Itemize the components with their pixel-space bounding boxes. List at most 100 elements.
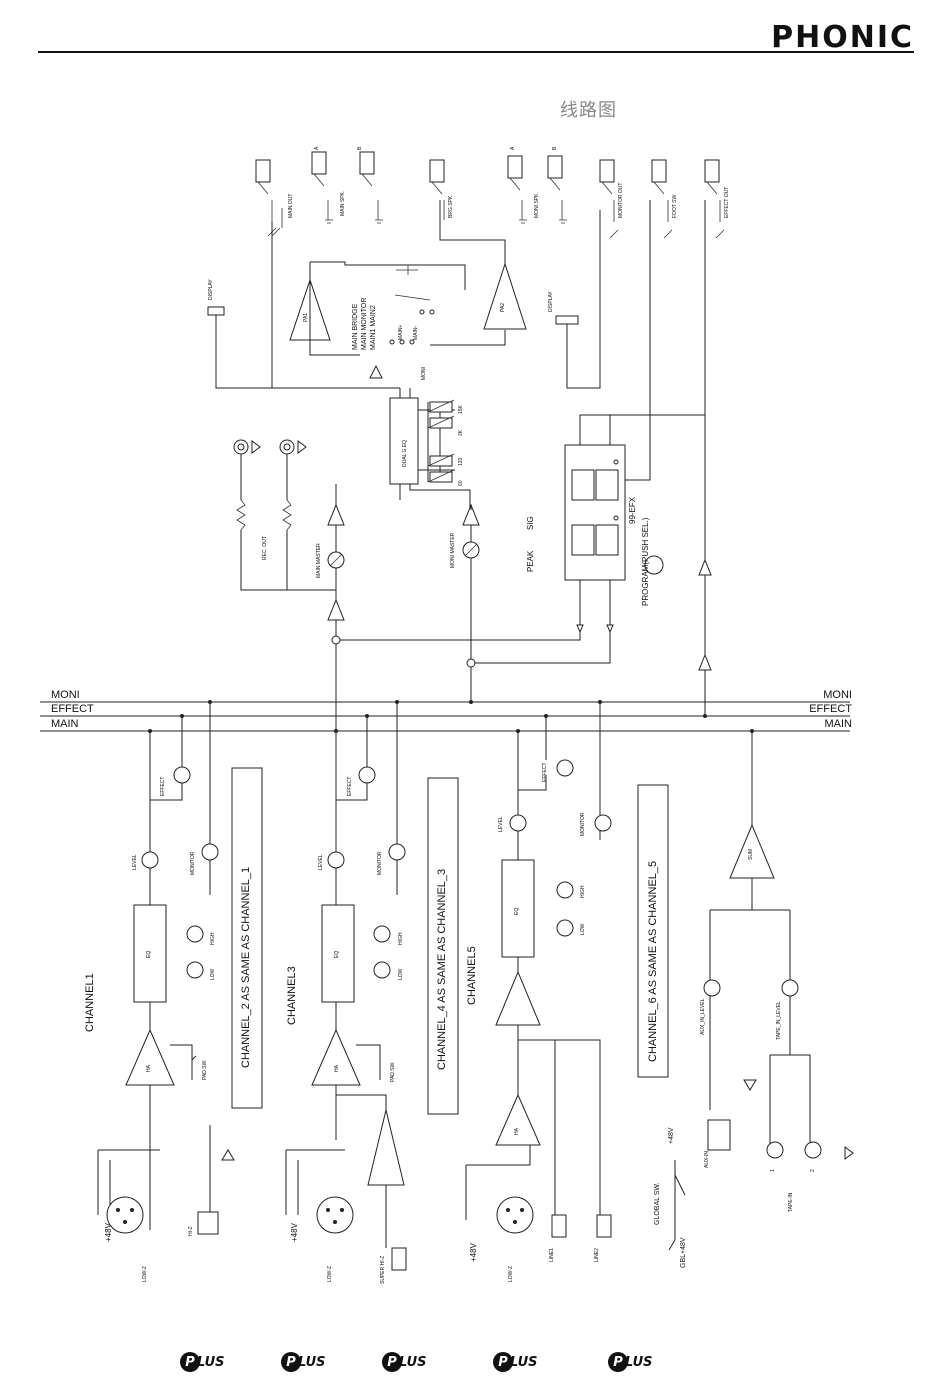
channel-5-schematic: [465, 702, 612, 1238]
label-dual-geq: DUAL G.EQ: [402, 439, 408, 467]
label-main-out: MAIN OUT: [288, 193, 294, 218]
label-moni-spk: MONI SPK.: [534, 192, 540, 218]
label-pa2: PA2: [500, 302, 506, 312]
plus-badge-logo: P: [180, 1352, 200, 1372]
label-ch1-hi-z: HI-Z: [188, 1226, 194, 1236]
plus-badge-text: LUS: [625, 1354, 653, 1370]
label-ch5-low: LOW: [580, 923, 586, 935]
label-jack-a-2: A: [510, 146, 516, 150]
label-display-right: DISPLAY: [548, 291, 554, 312]
plus-badge-logo: P: [382, 1352, 402, 1372]
label-foot-sw: FOOT SW: [672, 194, 678, 218]
label-main-monitor: MAIN MONITOR: [361, 297, 368, 350]
bus-lines: [40, 701, 850, 732]
label-tape-2: 2: [810, 1169, 816, 1172]
label-main-master: MAIN MASTER: [316, 543, 322, 578]
output-jacks: [255, 151, 725, 239]
label-tape-in: TAPE-IN: [788, 1192, 794, 1212]
label-ch5-eq: EQ: [514, 907, 520, 915]
label-99-efx: 99-EFX: [628, 496, 637, 524]
label-ch1-level: LEVEL: [132, 854, 138, 870]
label-ch1-low-z: LOW-Z: [142, 1265, 148, 1282]
masters: [327, 484, 611, 731]
label-f60: 60: [458, 480, 464, 486]
label-ch3-effect: EFFECT: [347, 776, 353, 796]
label-ch3-high: HIGH: [398, 932, 404, 946]
bus-label-effect-left: EFFECT: [51, 703, 94, 715]
plus-badge-text: LUS: [510, 1354, 538, 1370]
label-ch3-eq: EQ: [334, 950, 340, 958]
label-ch1-monitor: MONITOR: [190, 851, 196, 875]
rec-out: [233, 439, 336, 591]
label-main-minus: MAIN-: [413, 325, 419, 340]
label-channel5: CHANNEL5: [466, 946, 478, 1005]
label-jack-b-1: B: [357, 146, 363, 150]
channel-3-schematic: [285, 702, 407, 1271]
label-ch1-eq: EQ: [146, 950, 152, 958]
bus-label-moni-left: MONI: [51, 689, 80, 701]
bus-label-effect-right: EFFECT: [809, 703, 852, 715]
bus-label-main-right: MAIN: [824, 718, 853, 730]
page-title: 线路图: [560, 100, 617, 121]
label-ch5-level: LEVEL: [498, 816, 504, 832]
label-bridge-spk: BRG.SPK.: [448, 194, 454, 218]
label-ch3-level: LEVEL: [318, 854, 324, 870]
label-f2k: 2K: [458, 429, 464, 436]
plus-badge-logo: P: [608, 1352, 628, 1372]
label-tape-1: 1: [770, 1169, 776, 1172]
channel-1-schematic: [97, 702, 235, 1235]
label-ch1-ha: HA: [146, 1065, 152, 1072]
plus-badge-text: LUS: [298, 1354, 326, 1370]
label-aux-in: AUX-IN: [704, 1151, 710, 1168]
label-ch5-monitor: MONITOR: [580, 812, 586, 836]
label-ch5-low-z: LOW-Z: [508, 1265, 514, 1282]
label-monitor-out: MONITOR OUT: [618, 182, 624, 218]
label-moni: MONI: [421, 366, 427, 380]
dual-geq: [389, 388, 471, 510]
sum-aux-tape: [668, 731, 854, 1251]
label-ch1-48v: +48V: [104, 1223, 113, 1242]
label-moni-master: MONI MASTER: [450, 532, 456, 568]
power-amps: [207, 200, 601, 389]
label-ch1-high: HIGH: [210, 932, 216, 946]
bus-label-main-left: MAIN: [51, 718, 79, 730]
label-pa1: PA1: [303, 312, 309, 322]
label-ch5-48v: +48V: [469, 1243, 478, 1262]
label-tape-in-level: TAPE_IN_LEVEL: [776, 1001, 782, 1040]
label-ch5-line1: LINE1: [549, 1248, 555, 1262]
label-main-spk: MAIN SPK.: [340, 190, 346, 216]
label-main1-main2: MAIN1 MAIN2: [370, 305, 377, 350]
label-ch3-low: LOW: [398, 968, 404, 980]
label-sig: SIG: [526, 516, 535, 530]
label-ch3-48v: +48V: [290, 1223, 299, 1242]
label-main-bridge: MAIN BRIDGE: [352, 303, 359, 350]
label-peak: PEAK: [526, 550, 535, 572]
brand-logo: PHONIC: [771, 20, 914, 55]
label-ch3-ha: HA: [334, 1065, 340, 1072]
label-f120: 120: [458, 457, 464, 466]
label-channel1: CHANNEL1: [84, 973, 96, 1032]
label-ch5-effect: EFFECT: [542, 762, 548, 782]
plus-badge-text: LUS: [197, 1354, 225, 1370]
label-sum: SUM: [748, 848, 754, 860]
label-ch4-same: CHANNEL_4 AS SAME AS CHANNEL_3: [436, 868, 448, 1070]
effect-processor: [564, 200, 712, 716]
label-ch6-same: CHANNEL_6 AS SAME AS CHANNEL_5: [647, 860, 659, 1062]
label-ch3-monitor: MONITOR: [377, 851, 383, 875]
label-display-left: DISPLAY: [208, 279, 214, 300]
same-as-boxes: [231, 767, 669, 1115]
label-ch5-ha: HA: [514, 1128, 520, 1135]
label-f15k: 15K: [458, 405, 464, 414]
label-ch2-same: CHANNEL_2 AS SAME AS CHANNEL_1: [240, 866, 252, 1068]
label-global-sw: GLOBAL SW.: [654, 1182, 661, 1225]
bus-label-moni-right: MONI: [823, 689, 852, 701]
label-channel3: CHANNEL3: [286, 966, 298, 1025]
label-ch5-line2: LINE2: [594, 1248, 600, 1262]
plus-badge-text: LUS: [399, 1354, 427, 1370]
header-rule: [38, 51, 914, 53]
